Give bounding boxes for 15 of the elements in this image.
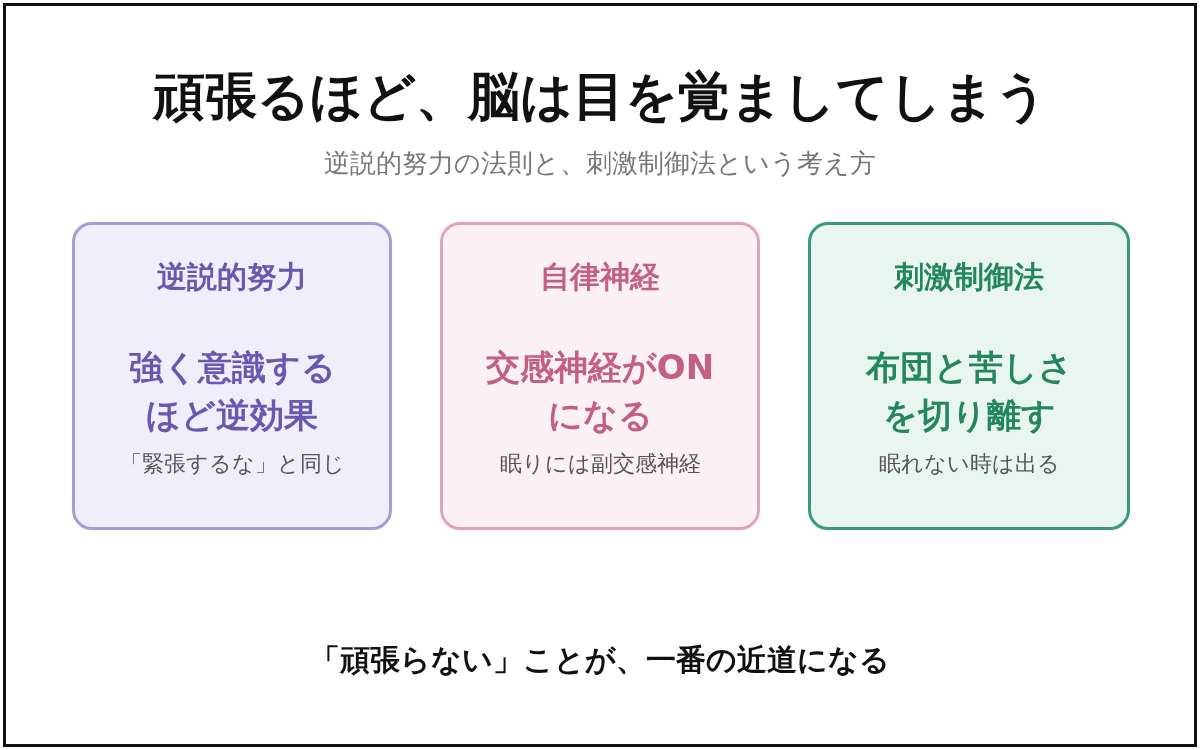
title: 頑張るほど、脳は目を覚ましてしまう bbox=[151, 65, 1049, 128]
box-heading: 逆説的努力 bbox=[156, 258, 308, 296]
box-body: 交感神経がONになる bbox=[484, 346, 716, 437]
box-body: 強く意識するほど逆効果 bbox=[127, 346, 337, 437]
conclusion-text: 「頑張らない」ことが、一番の近道になる bbox=[309, 641, 891, 679]
box-heading: 刺激制御法 bbox=[892, 258, 1045, 296]
box-body: 布団と苦しさを切り離す bbox=[864, 346, 1074, 437]
info-card bbox=[72, 222, 392, 530]
box-note: 眠りには副交感神経 bbox=[498, 450, 702, 478]
info-card bbox=[440, 222, 760, 530]
box-heading: 自律神経 bbox=[539, 258, 661, 296]
subtitle: 逆説的努力の法則と、刺激制御法という考え方 bbox=[323, 147, 877, 180]
info-card bbox=[808, 222, 1130, 530]
box-note: 「緊張するな」と同じ bbox=[118, 450, 346, 478]
box-note: 眠れない時は出る bbox=[877, 450, 1061, 478]
